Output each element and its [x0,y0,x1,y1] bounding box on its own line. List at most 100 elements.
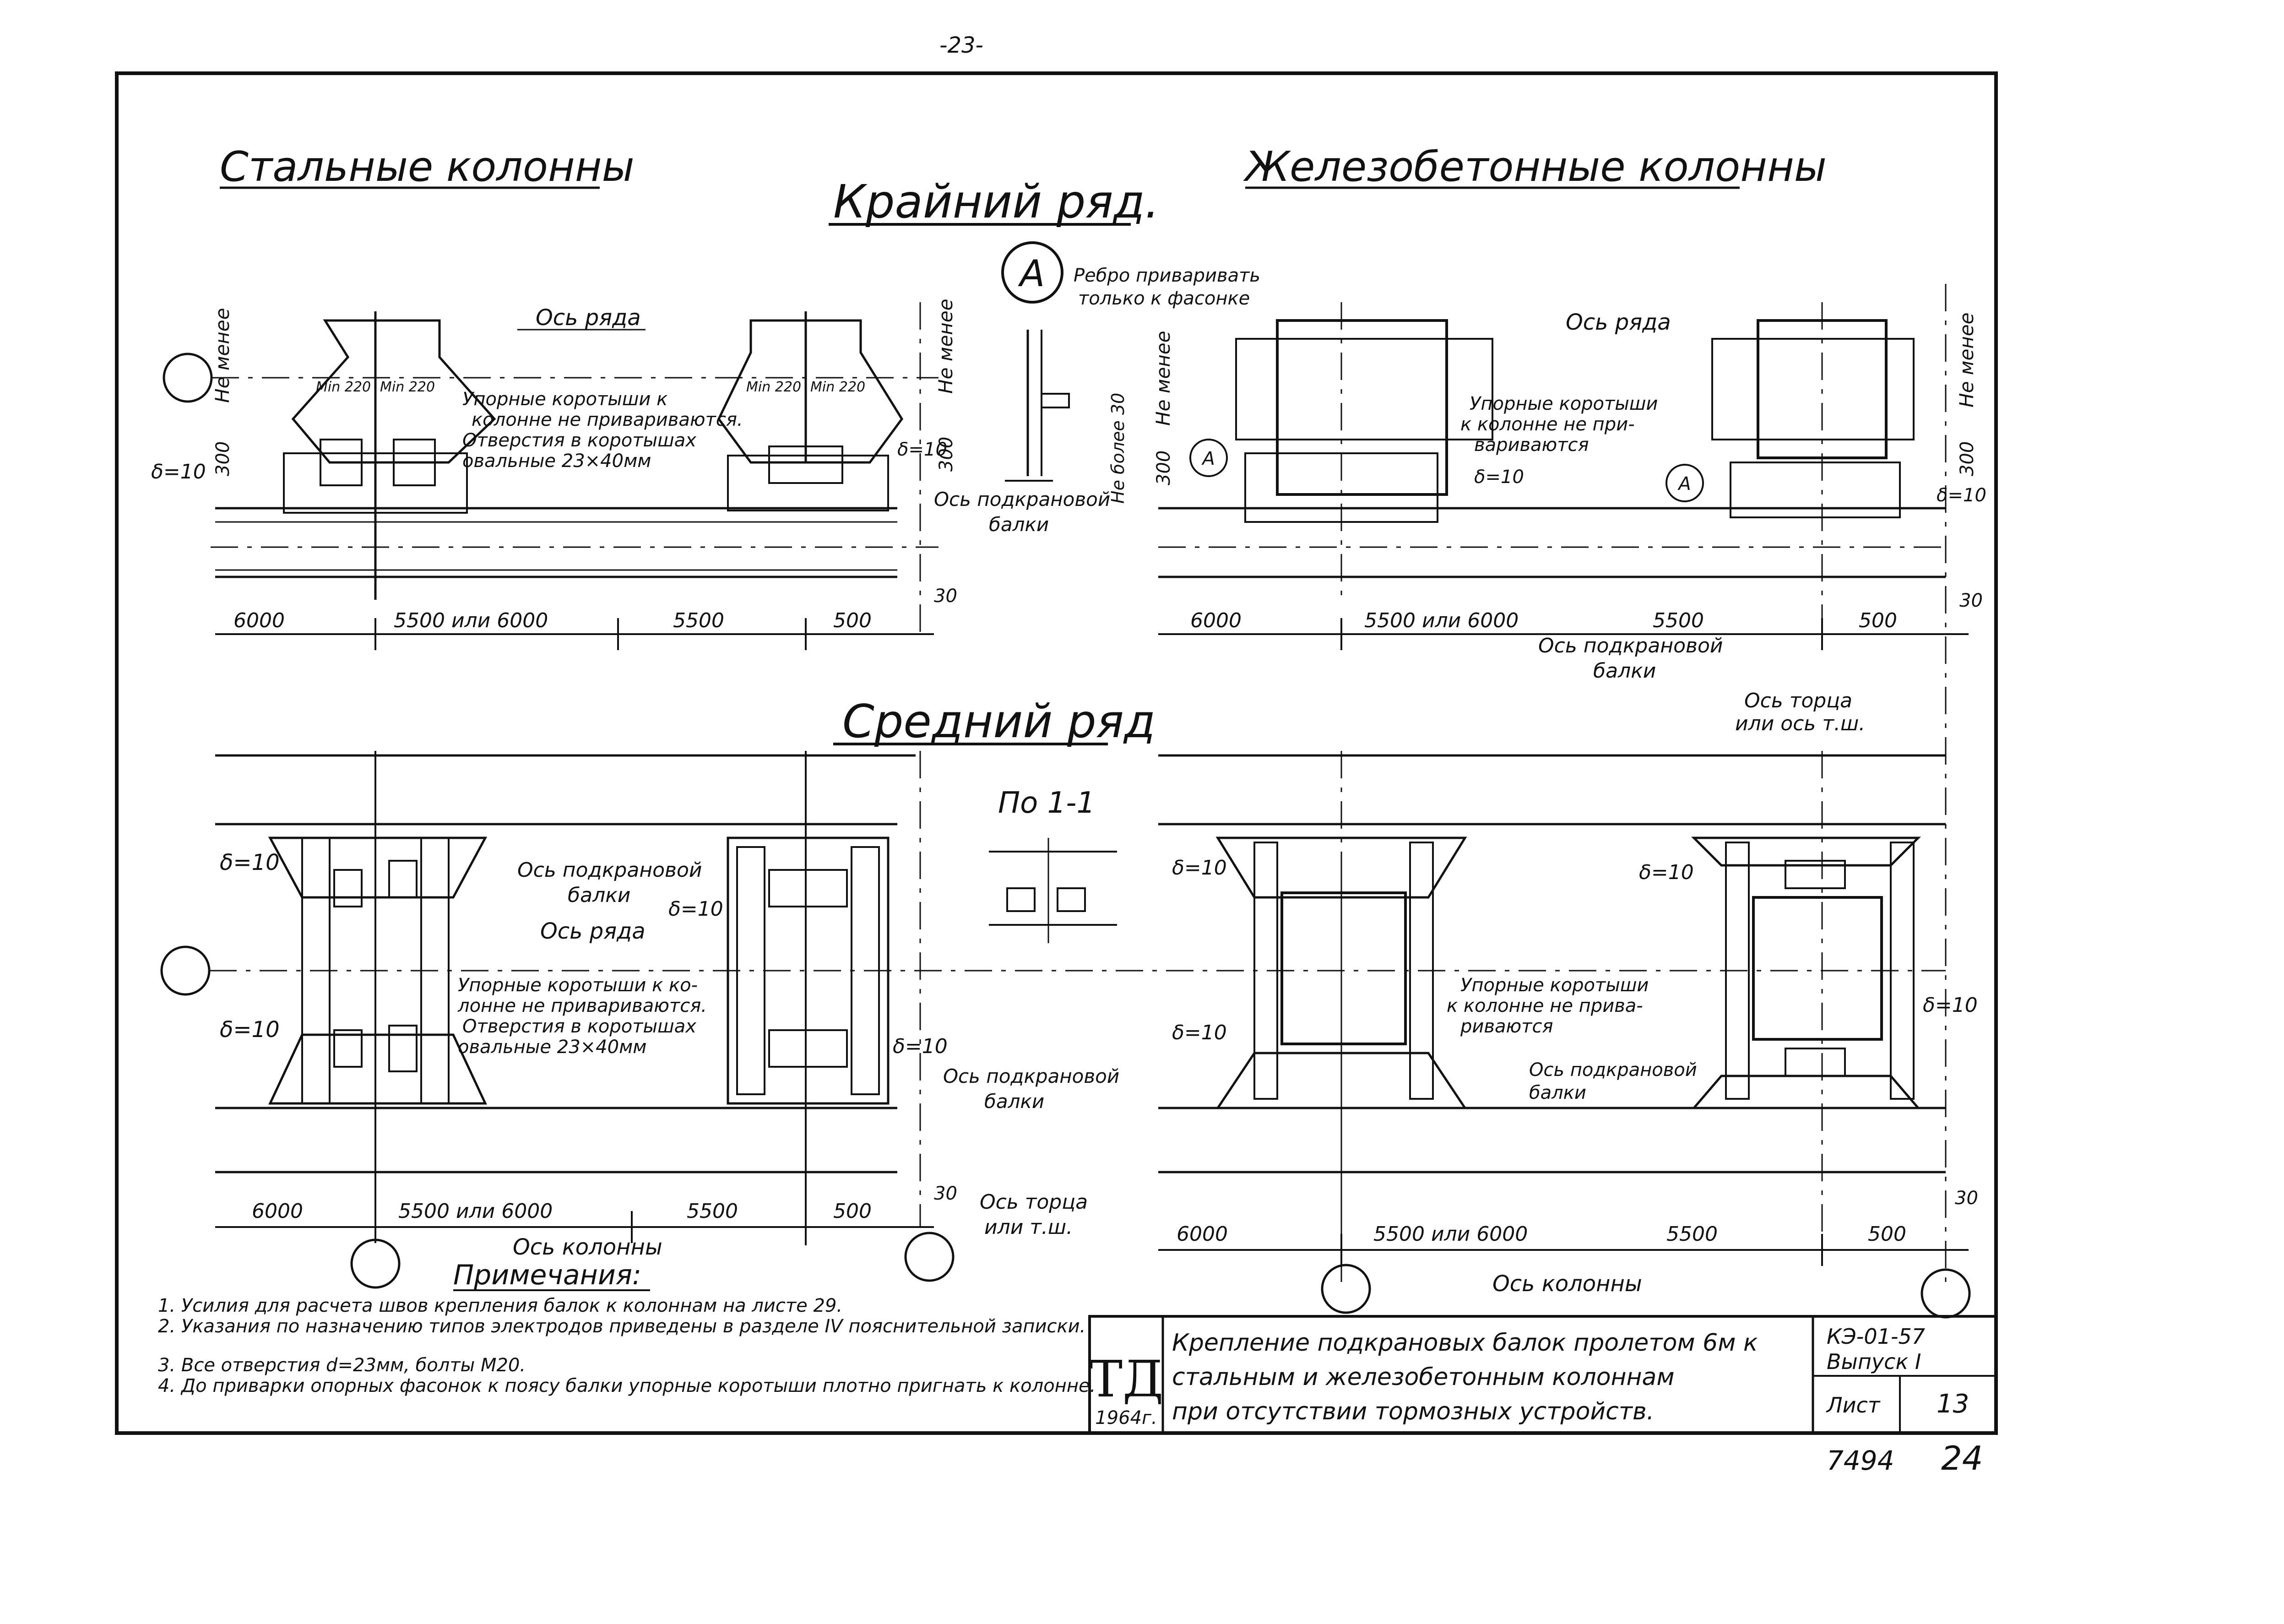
min220-label-3: Min 220 [746,379,801,395]
dimension-line-outer-concrete [1158,618,1969,650]
dim-5500-middle-steel: 5500 [687,1200,738,1223]
stop-pieces-note-outer-steel: Упорные коротыши к колонне не привариваю… [462,389,749,472]
dim-5500-outer-concrete: 5500 [1653,609,1704,632]
outer-concrete-node-1: А [1158,302,1946,595]
node-a-ref-2 [1666,464,1704,502]
not-less-label-1: Не менее [211,308,233,403]
not-less-label-2: Не менее [934,299,957,394]
dim300-label-1: 300 [212,441,233,476]
page-number: -23- [939,33,983,58]
crane-beam-axis-label-2: Ось подкрановой балки [1538,634,1729,683]
dim-500-outer-steel: 500 [833,609,872,632]
delta10-label-2: δ=10 [897,439,947,460]
concrete-column-section-3 [1280,891,1407,1045]
concrete-column-section-4 [1752,896,1883,1041]
row-axis-label-1: Ось ряда [536,305,641,331]
title-block-line1: Крепление подкрановых балок пролетом 6м … [1172,1329,1758,1357]
delta10-label-9: δ=10 [1172,856,1227,880]
title-block [1088,1315,1997,1434]
title-block-line3: при отсутствии тормозных устройств. [1172,1398,1654,1425]
middle-concrete-node-2 [1691,751,1921,1236]
dim-5500or6000-outer-steel: 5500 или 6000 [394,609,548,632]
dim-5500-outer-steel: 5500 [673,609,724,632]
axis-bubble-bottom-2 [904,1232,955,1282]
title-block-line2: стальным и железобетонным колоннам [1172,1363,1675,1391]
stop-pieces-note-middle-steel: Упорные коротыши к ко- лонне не приварив… [457,975,713,1058]
delta10-label-11: δ=10 [1639,861,1694,884]
node-a-ref-label-2: А [1677,473,1691,494]
heading-middle-row: Средний ряд [842,695,1156,748]
dim-30-middle-concrete: 30 [1955,1188,1978,1209]
node-a-bubble [1001,241,1063,304]
row-axis-label-3: Ось ряда [540,918,646,944]
end-axis-label-steel: Ось торца или т.ш. [980,1190,1094,1239]
middle-steel-node-2 [650,751,921,1245]
node-a-ref-label-1: А [1201,448,1215,469]
dim-30-middle-steel: 30 [934,1183,957,1204]
axis-bubble-left-middle [160,945,211,996]
dim300-label-4: 300 [1957,441,1978,476]
crane-beam-axis-label-1: Ось подкрановой балки [934,488,1116,536]
section-1-1-detail [989,838,1117,943]
min220-label-2: Min 220 [380,379,435,395]
title-block-sheet-label: Лист [1826,1393,1881,1418]
title-block-logo: ТД [1089,1350,1164,1408]
stop-pieces-note-outer-concrete: Упорные коротыши к колонне не при- варив… [1460,393,1664,456]
rib-note: Ребро приваривать только к фасонке [1074,265,1266,309]
delta10-label-1: δ=10 [151,460,206,483]
title-block-issue: Выпуск I [1827,1349,1921,1374]
crane-beam-axis-label-5: Ось подкрановой балки [1529,1059,1703,1103]
column-axis-label-concrete: Ось колонны [1492,1271,1642,1297]
dim-6000-middle-steel: 6000 [252,1200,303,1223]
dim-500-middle-steel: 500 [833,1200,872,1223]
delta10-label-10: δ=10 [1172,1021,1227,1044]
min220-label-4: Min 220 [810,379,865,395]
dim-5500-middle-concrete: 5500 [1666,1222,1718,1246]
dim-6000-outer-steel: 6000 [233,609,285,632]
not-less-label-3: Не менее [1152,331,1174,426]
node-a-detail [1005,330,1070,482]
dim-30-outer-steel: 30 [934,586,957,607]
archive-page: 24 [1941,1439,1983,1477]
end-axis-label-concrete: Ось торца или ось т.ш. [1735,689,1865,735]
title-block-code: КЭ-01-57 [1827,1324,1925,1349]
delta10-label-7: δ=10 [668,897,723,921]
section-1-1-label: По 1-1 [998,786,1095,820]
sheet-frame [115,71,1998,1435]
archive-number: 7494 [1827,1445,1894,1476]
dim-500-middle-concrete: 500 [1868,1222,1906,1246]
dim-5500or6000-middle-concrete: 5500 или 6000 [1373,1222,1528,1246]
dimension-line-outer-steel [215,618,934,650]
delta10-label-8: δ=10 [893,1035,948,1058]
axis-bubble-bottom-3 [1321,1264,1371,1314]
dim-5500or6000-outer-concrete: 5500 или 6000 [1364,609,1519,632]
title-block-year: 1964г. [1095,1407,1157,1428]
axis-bubble-left-upper [163,353,213,403]
dim300-label-2: 300 [936,437,957,472]
node-a-ref-1 [1189,439,1228,477]
delta10-label-12: δ=10 [1923,994,1978,1017]
dim-30-outer-concrete: 30 [1959,590,1983,611]
outer-concrete-node-2: А [1666,284,1947,1282]
dim-5500or6000-middle-steel: 5500 или 6000 [398,1200,553,1223]
stop-pieces-note-middle-concrete: Упорные коротыши к колонне не прива- рив… [1447,975,1655,1037]
heading-steel-columns: Стальные колонны [220,143,635,191]
dimension-line-middle-steel [215,1211,934,1243]
concrete-column-section-1 [1276,319,1448,496]
dim-500-outer-concrete: 500 [1859,609,1897,632]
delta10-label-6: δ=10 [220,1017,280,1043]
note-item-1: 1. Усилия для расчета швов крепления бал… [158,1295,842,1316]
notes-title: Примечания: [453,1259,641,1291]
column-axis-label-steel: Ось колонны [513,1234,662,1260]
node-a-label: А [1018,252,1045,295]
axis-bubble-bottom-4 [1921,1268,1971,1319]
crane-beam-axis-label-4: Ось подкрановой балки [943,1065,1125,1113]
dim300-label-3: 300 [1153,451,1174,485]
delta10-label-4: δ=10 [1937,485,1986,506]
note-item-4: 4. До приварки опорных фасонок к поясу б… [158,1375,1096,1396]
crane-beam-axis-label-3: Ось подкрановой балки [517,858,708,907]
row-axis-label-2: Ось ряда [1566,310,1671,335]
note-item-2: 2. Указания по назначению типов электрод… [158,1316,1085,1337]
dimension-line-middle-concrete [1158,1234,1969,1266]
